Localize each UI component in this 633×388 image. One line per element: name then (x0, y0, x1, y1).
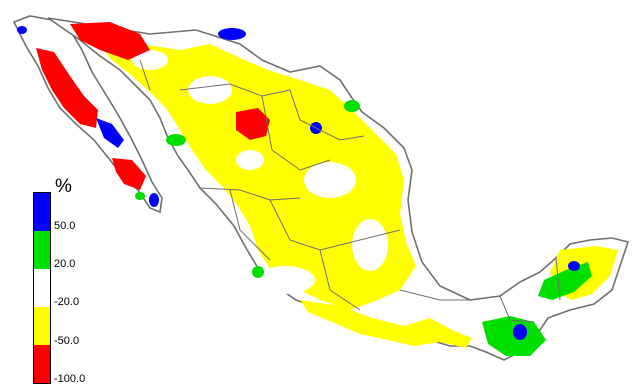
normal-areas (132, 50, 441, 315)
legend-swatch-very-dry (34, 345, 50, 383)
normal-area-3 (255, 266, 315, 294)
dry-area-north (100, 44, 416, 310)
normal-area-1 (188, 76, 232, 104)
very-dry-baja-north (70, 22, 150, 60)
very-wet-chiapas (513, 324, 527, 340)
legend-label-minus-50: -50.0 (54, 335, 80, 347)
very-wet-yucatan (568, 261, 580, 271)
very-wet-baja-tip (149, 193, 159, 207)
legend-swatch-very-wet (34, 193, 50, 231)
normal-area-7 (409, 295, 441, 315)
very-wet-baja-nw (17, 26, 27, 34)
legend-label-50: 50.0 (54, 220, 76, 232)
wet-yucatan (538, 262, 592, 300)
map-legend: % 50.0 20.0 -20.0 -50.0 -100.0 (33, 176, 123, 388)
very-dry-chihuahua (236, 108, 270, 140)
legend-color-bar (33, 192, 51, 384)
wet-small-1 (252, 266, 264, 278)
wet-sinaloa (166, 134, 186, 146)
legend-swatch-wet (34, 231, 50, 269)
very-dry-baja-south (112, 158, 146, 190)
state-boundaries (139, 59, 561, 323)
legend-label-minus-100: -100.0 (54, 373, 86, 385)
normal-area-6 (132, 50, 168, 70)
normal-area-2 (304, 162, 356, 198)
very-dry-baja-central (36, 48, 98, 128)
legend-swatch-normal (34, 269, 50, 307)
normal-area-4 (352, 219, 388, 271)
very-wet-baja-mid (96, 118, 124, 148)
normal-area-5 (236, 150, 264, 170)
legend-label-20: 20.0 (54, 258, 76, 270)
very-wet-sonora-north (218, 28, 246, 40)
wet-small-2 (135, 192, 145, 200)
wet-nuevo-leon (344, 100, 360, 112)
dry-area-south (300, 300, 472, 348)
legend-swatch-dry (34, 307, 50, 345)
legend-unit-label: % (55, 176, 72, 197)
legend-label-minus-20: -20.0 (54, 296, 80, 308)
very-dry-areas (36, 22, 270, 190)
